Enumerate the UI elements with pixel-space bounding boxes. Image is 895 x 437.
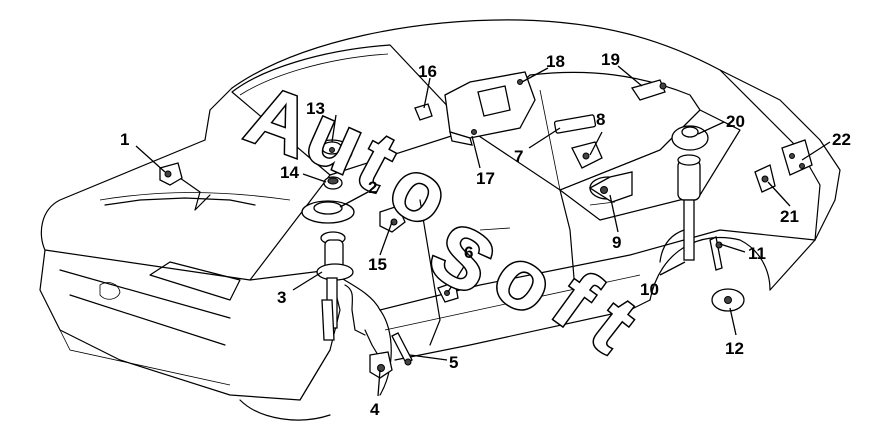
callout-10: 10: [640, 280, 659, 299]
callout-4: 4: [370, 400, 380, 419]
callout-3: 3: [277, 288, 286, 307]
callout-16: 16: [418, 62, 437, 81]
component-1-sensor: [104, 162, 256, 211]
component-15-module: [379, 205, 406, 233]
component-10-rear-strut: [659, 154, 701, 263]
car-body-outline: [39, 19, 841, 421]
callout-6: 6: [464, 243, 473, 262]
component-21-rear-bracket: [754, 164, 776, 193]
callout-2: 2: [368, 178, 377, 197]
callout-18: 18: [546, 52, 565, 71]
callout-22: 22: [832, 130, 851, 149]
callout-20: 20: [726, 112, 745, 131]
component-8-valve: [571, 141, 603, 169]
callout-19: 19: [601, 50, 620, 69]
callout-5: 5: [449, 353, 458, 372]
component-11-rear-link: [709, 236, 723, 271]
callout-labels: 1 2 3 4 5 6 7 8 9 10 11 12 13 14 15 16 1…: [120, 50, 851, 419]
component-5-link: [391, 332, 413, 366]
component-4-sensor: [364, 329, 393, 379]
component-19-solenoid: [630, 79, 667, 101]
callout-21: 21: [780, 207, 799, 226]
component-22-plate: [781, 139, 813, 176]
callout-15: 15: [368, 255, 387, 274]
callout-17: 17: [476, 169, 495, 188]
callout-7: 7: [514, 147, 523, 166]
component-3-front-strut: [316, 231, 366, 341]
callout-13: 13: [306, 99, 325, 118]
component-7-connector: [553, 114, 597, 134]
callout-1: 1: [120, 130, 129, 149]
component-20-rear-top-mount: [671, 125, 709, 151]
watermark: A u t o S o f t: [234, 65, 656, 371]
component-14-bump-stop: [323, 176, 343, 190]
component-18-ecu: [444, 71, 536, 146]
callout-9: 9: [612, 233, 621, 252]
callout-8: 8: [596, 110, 605, 129]
callout-12: 12: [725, 339, 744, 358]
callout-11: 11: [748, 244, 766, 263]
component-9-compressor: [588, 171, 633, 203]
component-13-top-mount: [311, 139, 353, 165]
leader-lines: [135, 65, 831, 397]
component-16-clip: [414, 103, 433, 121]
callout-14: 14: [280, 163, 299, 182]
component-12-rear-sensor: [711, 288, 745, 312]
